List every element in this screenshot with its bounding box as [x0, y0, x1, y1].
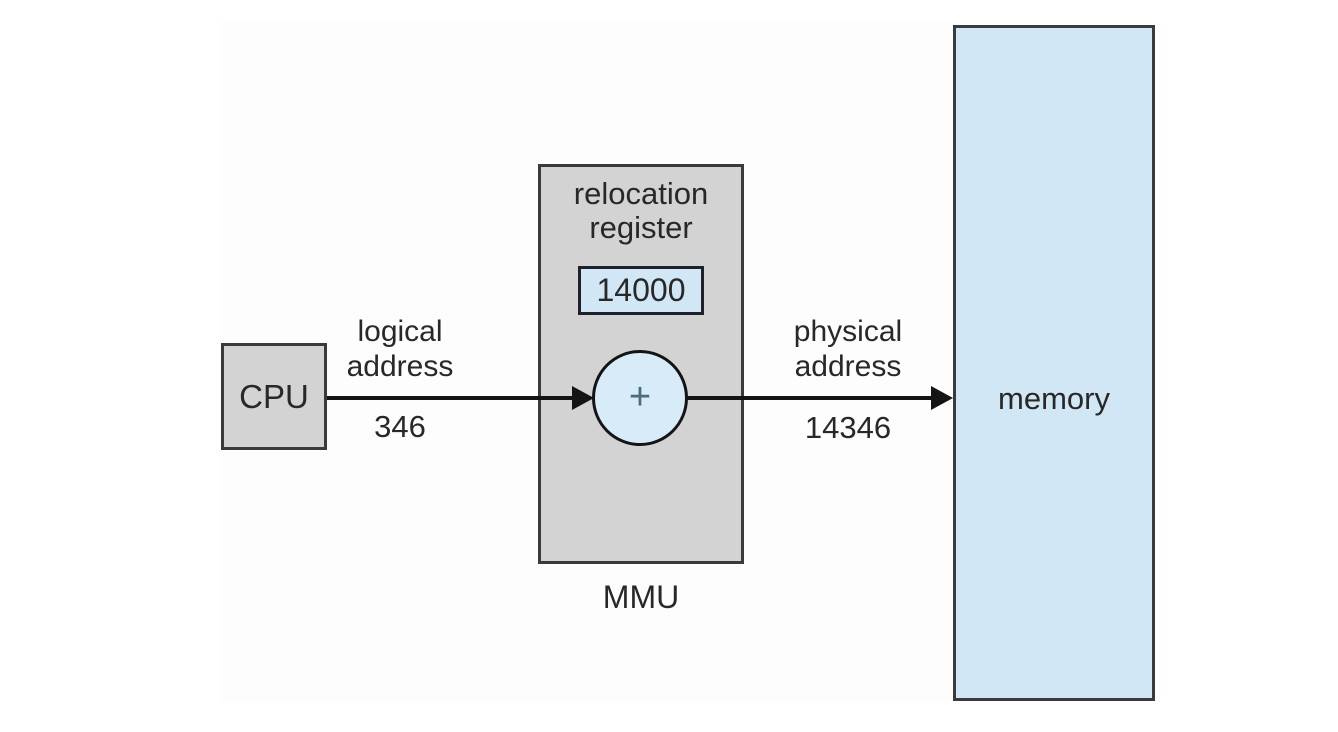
mmu-caption: MMU — [602, 579, 680, 615]
adder-circle: + — [592, 350, 688, 446]
memory-box: memory — [953, 25, 1155, 701]
plus-icon: + — [628, 376, 652, 418]
logical-address-arrowhead-icon — [572, 386, 594, 410]
logical-address-value: 346 — [374, 409, 426, 444]
cpu-box: CPU — [221, 343, 327, 450]
physical-address-label-line2: address — [794, 350, 902, 383]
logical-address-label-line2: address — [346, 350, 454, 383]
physical-address-label: physical address — [738, 314, 958, 384]
relocation-register-box: 14000 — [578, 266, 704, 315]
memory-label: memory — [998, 381, 1110, 416]
relocation-register-value: 14000 — [596, 272, 686, 308]
relocation-register-label-line1: relocation — [573, 176, 709, 211]
logical-address-arrow-line — [327, 396, 574, 400]
physical-address-arrowhead-icon — [931, 386, 953, 410]
relocation-register-label-line2: register — [589, 210, 693, 245]
logical-address-label-line1: logical — [357, 315, 443, 348]
physical-address-label-line1: physical — [793, 315, 903, 348]
mmu-box: relocation register 14000 + — [538, 164, 744, 564]
physical-address-arrow-line — [686, 396, 933, 400]
physical-address-value: 14346 — [804, 410, 892, 445]
cpu-label: CPU — [239, 377, 309, 415]
logical-address-label: logical address — [290, 314, 510, 384]
relocation-register-label: relocation register — [541, 177, 741, 245]
